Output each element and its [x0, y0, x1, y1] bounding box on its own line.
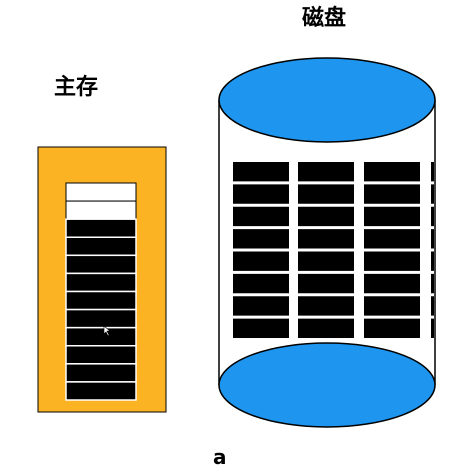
disk-block-edge [431, 296, 434, 316]
disk-block [298, 162, 354, 182]
disk-top-platter [218, 57, 436, 143]
disk-block [364, 273, 420, 294]
disk-block [233, 273, 289, 294]
disk-block [298, 296, 354, 316]
disk-block-edge [431, 318, 434, 339]
disk-block [364, 229, 420, 249]
disk-block [233, 229, 289, 249]
memory-block-used [65, 218, 137, 238]
disk-block [364, 296, 420, 316]
disk [218, 57, 436, 428]
disk-block [233, 184, 289, 204]
memory-block-used [65, 308, 137, 329]
disk-block [298, 206, 354, 227]
main-memory [37, 146, 167, 413]
memory-block-used [65, 345, 137, 365]
memory-block-used [65, 381, 137, 401]
disk-block [364, 206, 420, 227]
memory-block-used [65, 272, 137, 293]
memory-block-used [65, 236, 137, 257]
memory-block-used [65, 363, 137, 383]
disk-block [364, 251, 420, 271]
disk-block [233, 251, 289, 271]
memory-block-used [65, 326, 137, 347]
disk-block [364, 318, 420, 339]
disk-block-edge [431, 229, 434, 249]
disk-block-edge [431, 184, 434, 204]
memory-block-used [65, 254, 137, 275]
disk-block [233, 206, 289, 227]
disk-block [298, 251, 354, 271]
disk-blocks [233, 162, 434, 339]
memory-label: 主存 [54, 75, 99, 100]
disk-block [233, 162, 289, 182]
disk-block-edge [431, 251, 434, 271]
memory-block-used [65, 290, 137, 311]
disk-block [233, 296, 289, 316]
memory-blocks [65, 182, 137, 401]
disk-block [298, 273, 354, 294]
cursor-icon [103, 325, 111, 337]
memory-block-free [65, 200, 137, 220]
disk-block [298, 318, 354, 339]
disk-label: 磁盘 [302, 6, 347, 31]
disk-bottom-platter [218, 342, 436, 428]
disk-block [298, 229, 354, 249]
disk-block [233, 318, 289, 339]
disk-block-edge [431, 162, 434, 182]
disk-block-edge [431, 206, 434, 227]
disk-block [298, 184, 354, 204]
disk-block [364, 184, 420, 204]
disk-block-edge [431, 273, 434, 294]
memory-block-free [65, 182, 137, 202]
disk-block [364, 162, 420, 182]
figure-caption: a [213, 445, 227, 469]
